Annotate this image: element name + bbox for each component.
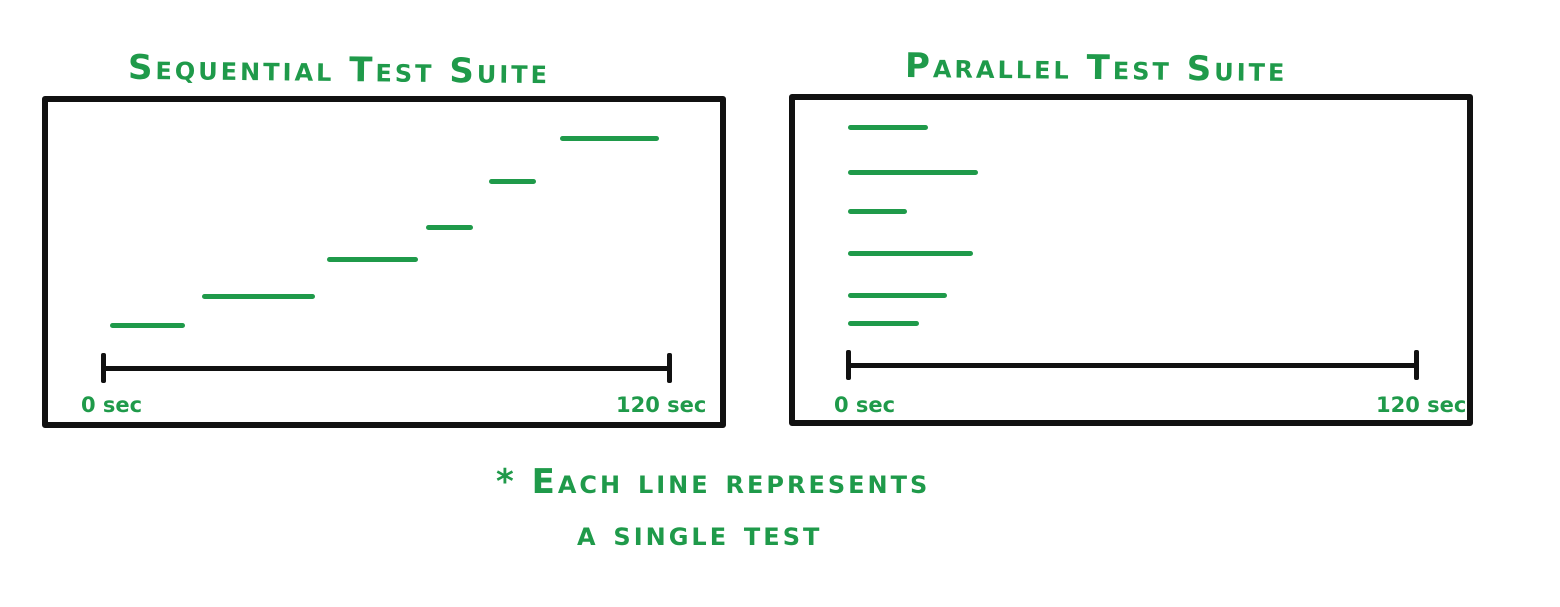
parallel-axis-start-label: 0 sec xyxy=(834,393,896,417)
sequential-axis-end-tick xyxy=(667,353,672,383)
parallel-axis-end-tick xyxy=(1414,350,1419,380)
sequential-test-line xyxy=(559,136,659,141)
parallel-suite-title: Parallel Test Suite xyxy=(904,45,1288,91)
parallel-time-axis xyxy=(848,363,1419,368)
sequential-test-line xyxy=(326,257,419,262)
sequential-suite-panel: 0 sec 120 sec xyxy=(42,96,726,428)
parallel-axis-start-tick xyxy=(846,350,851,380)
parallel-test-line xyxy=(848,293,948,298)
footnote-line-1: * Each line represents xyxy=(496,462,931,502)
parallel-axis-end-label: 120 sec xyxy=(1376,393,1467,417)
parallel-test-line xyxy=(848,321,919,326)
sequential-axis-start-label: 0 sec xyxy=(81,393,143,417)
parallel-test-line xyxy=(848,125,929,130)
sequential-test-line xyxy=(201,294,315,299)
sequential-test-line xyxy=(425,225,473,230)
sequential-axis-end-label: 120 sec xyxy=(616,393,707,417)
sequential-test-line xyxy=(489,179,537,184)
sequential-suite-title: Sequential Test Suite xyxy=(127,47,551,93)
parallel-test-line xyxy=(848,170,978,175)
parallel-suite-panel: 0 sec 120 sec xyxy=(789,94,1473,426)
parallel-test-line xyxy=(848,209,908,214)
sequential-time-axis xyxy=(103,366,672,371)
sequential-axis-start-tick xyxy=(101,353,106,383)
parallel-test-line xyxy=(848,251,974,256)
footnote-line-2: a single test xyxy=(577,514,823,554)
sequential-test-line xyxy=(110,323,186,328)
